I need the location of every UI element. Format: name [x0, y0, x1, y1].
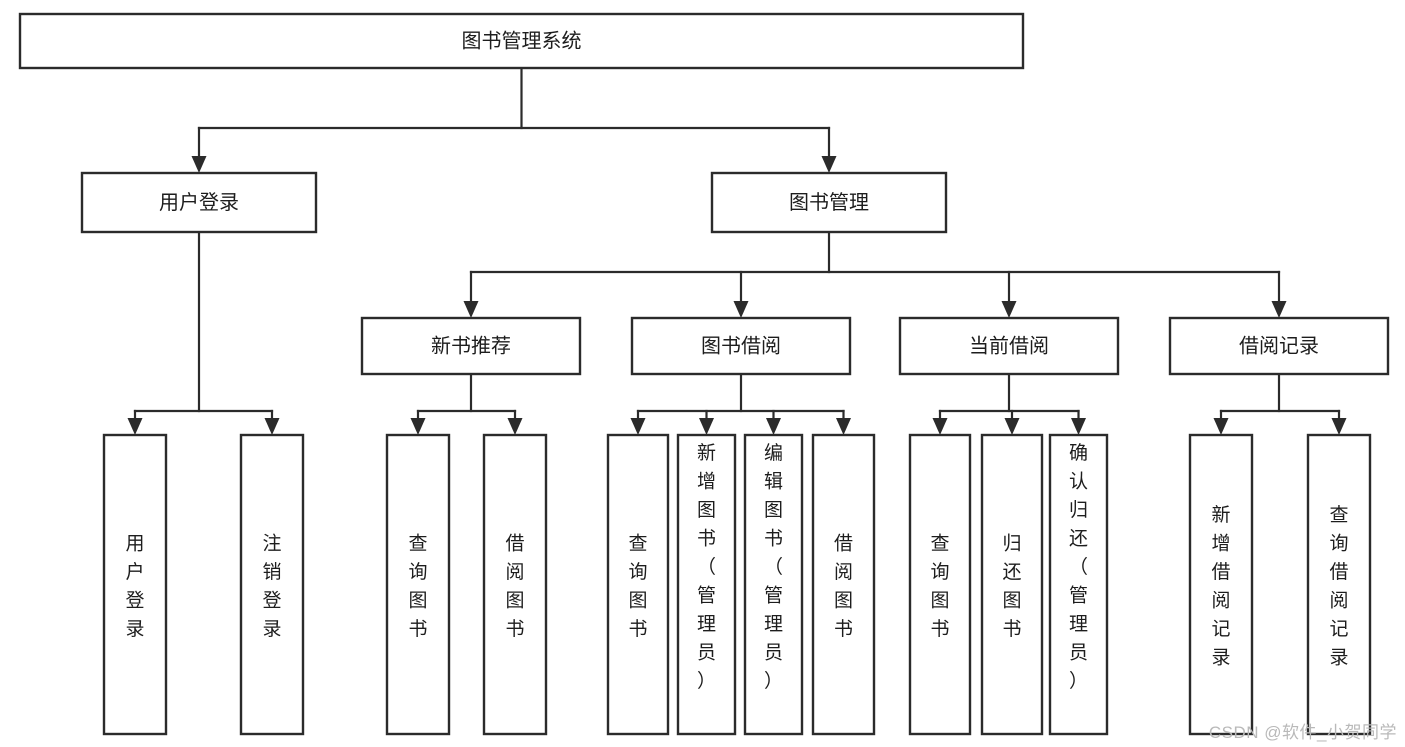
node-leaf-user-logout[interactable]: 注销登录 — [239, 433, 305, 736]
node-box-bookmgmt[interactable] — [710, 171, 948, 234]
node-box-leaf-add-record[interactable] — [1188, 433, 1254, 736]
node-box-leaf-query-book-2[interactable] — [606, 433, 670, 736]
node-box-borrow[interactable] — [630, 316, 852, 376]
node-label-leaf-add-book: 新增图书（管理员） — [697, 442, 716, 692]
node-newbook[interactable]: 新书推荐 — [360, 316, 582, 376]
node-box-leaf-edit-book[interactable] — [743, 433, 804, 736]
node-box-leaf-borrow-book-2[interactable] — [811, 433, 876, 736]
node-label-newbook: 新书推荐 — [431, 334, 511, 357]
node-label-bookmgmt: 图书管理 — [789, 191, 869, 214]
node-leaf-query-book-2[interactable]: 查询图书 — [606, 433, 670, 736]
node-leaf-query-book-1[interactable]: 查询图书 — [385, 433, 451, 736]
node-login[interactable]: 用户登录 — [80, 171, 318, 234]
node-leaf-borrow-book-1[interactable]: 借阅图书 — [482, 433, 548, 736]
node-label-root: 图书管理系统 — [462, 29, 582, 52]
node-label-leaf-query-record: 查询借阅记录 — [1329, 504, 1348, 669]
node-leaf-borrow-book-2[interactable]: 借阅图书 — [811, 433, 876, 736]
node-leaf-query-book-3[interactable]: 查询图书 — [908, 433, 972, 736]
node-box-root[interactable] — [18, 12, 1025, 70]
node-label-leaf-user-logout: 注销登录 — [262, 533, 281, 641]
node-box-leaf-query-book-1[interactable] — [385, 433, 451, 736]
node-box-leaf-return-book[interactable] — [980, 433, 1044, 736]
node-label-leaf-borrow-book-2: 借阅图书 — [834, 533, 853, 641]
node-label-leaf-edit-book: 编辑图书（管理员） — [764, 442, 783, 692]
node-label-current: 当前借阅 — [969, 334, 1049, 357]
node-box-leaf-add-book[interactable] — [676, 433, 737, 736]
node-label-leaf-query-book-1: 查询图书 — [408, 533, 427, 641]
node-box-leaf-user-logout[interactable] — [239, 433, 305, 736]
node-root[interactable]: 图书管理系统 — [18, 12, 1025, 70]
node-leaf-query-record[interactable]: 查询借阅记录 — [1306, 433, 1372, 736]
node-borrow[interactable]: 图书借阅 — [630, 316, 852, 376]
node-boxes: 图书管理系统用户登录图书管理新书推荐图书借阅当前借阅借阅记录用户登录注销登录查询… — [18, 12, 1390, 736]
node-label-leaf-query-book-3: 查询图书 — [930, 533, 949, 641]
node-records[interactable]: 借阅记录 — [1168, 316, 1390, 376]
node-current[interactable]: 当前借阅 — [898, 316, 1120, 376]
node-box-leaf-confirm-return[interactable] — [1048, 433, 1109, 736]
node-label-borrow: 图书借阅 — [701, 334, 781, 357]
node-box-leaf-borrow-book-1[interactable] — [482, 433, 548, 736]
node-box-login[interactable] — [80, 171, 318, 234]
node-label-leaf-user-login: 用户登录 — [125, 534, 144, 641]
connector-lines — [127, 66, 1347, 435]
node-box-newbook[interactable] — [360, 316, 582, 376]
node-leaf-return-book[interactable]: 归还图书 — [980, 433, 1044, 736]
node-label-leaf-borrow-book-1: 借阅图书 — [505, 533, 524, 641]
node-leaf-add-record[interactable]: 新增借阅记录 — [1188, 433, 1254, 736]
node-leaf-add-book[interactable]: 新增图书（管理员） — [676, 433, 737, 736]
node-box-leaf-user-login[interactable] — [102, 433, 168, 736]
node-label-login: 用户登录 — [159, 191, 239, 214]
node-label-leaf-add-record: 新增借阅记录 — [1211, 504, 1230, 669]
node-label-records: 借阅记录 — [1239, 334, 1319, 357]
node-label-leaf-return-book: 归还图书 — [1002, 533, 1021, 641]
node-box-records[interactable] — [1168, 316, 1390, 376]
node-leaf-user-login[interactable]: 用户登录 — [102, 433, 168, 736]
node-label-leaf-query-book-2: 查询图书 — [628, 533, 647, 641]
node-box-leaf-query-record[interactable] — [1306, 433, 1372, 736]
watermark-text: CSDN @软件_小贺同学 — [1208, 723, 1397, 742]
node-label-leaf-confirm-return: 确认归还（管理员） — [1069, 442, 1088, 692]
node-leaf-edit-book[interactable]: 编辑图书（管理员） — [743, 433, 804, 736]
node-box-leaf-query-book-3[interactable] — [908, 433, 972, 736]
node-leaf-confirm-return[interactable]: 确认归还（管理员） — [1048, 433, 1109, 736]
node-bookmgmt[interactable]: 图书管理 — [710, 171, 948, 234]
node-box-current[interactable] — [898, 316, 1120, 376]
